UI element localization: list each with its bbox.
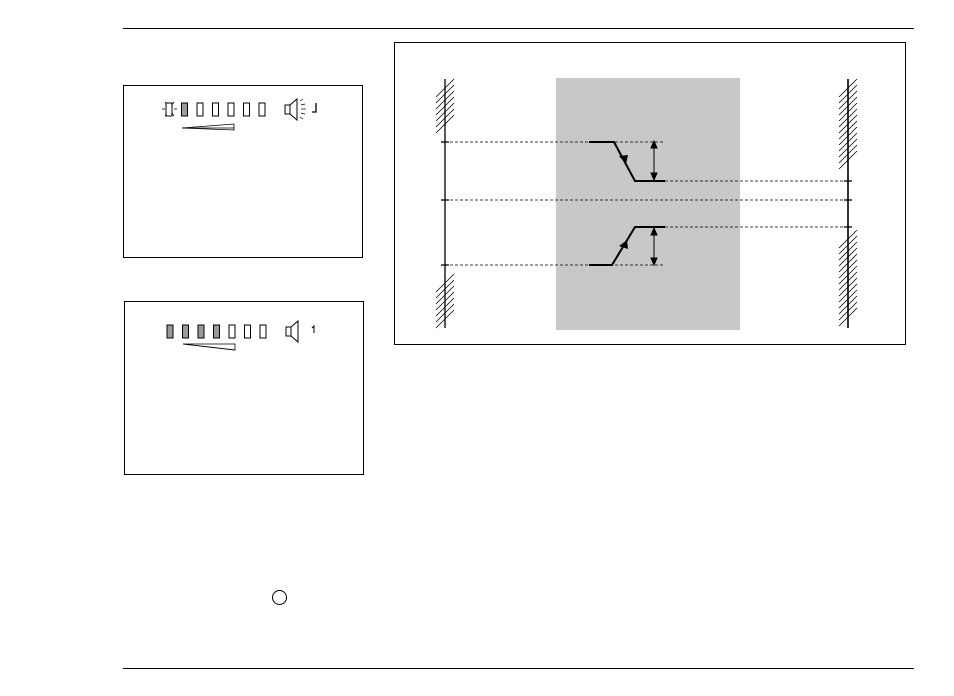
level-display-1 xyxy=(124,86,364,259)
top-rule xyxy=(123,28,914,29)
level-segments-1 xyxy=(166,103,265,116)
hook-icon xyxy=(312,326,314,333)
level-segment xyxy=(214,325,220,338)
level-segment xyxy=(213,103,219,116)
timing-diagram-svg xyxy=(395,43,907,346)
note-hook-icon xyxy=(312,103,316,112)
level-segment xyxy=(198,325,204,338)
circle-icon xyxy=(272,590,287,605)
level-display-2 xyxy=(125,302,365,476)
level-segment xyxy=(229,325,235,338)
level-segment xyxy=(245,325,251,338)
level-segments-2 xyxy=(167,325,266,338)
level-display-panel-1 xyxy=(123,85,363,258)
bottom-rule xyxy=(123,668,914,669)
level-segment xyxy=(166,103,172,116)
speaker-sounding-icon xyxy=(285,99,306,120)
level-segment xyxy=(182,103,188,116)
timing-diagram xyxy=(394,42,906,345)
level-segment xyxy=(183,325,189,338)
speaker-icon xyxy=(286,321,298,342)
level-segment xyxy=(228,103,234,116)
shaded-region xyxy=(556,78,740,330)
level-segment xyxy=(167,325,173,338)
level-display-panel-2 xyxy=(124,301,364,475)
level-segment xyxy=(244,103,250,116)
level-segment xyxy=(197,103,203,116)
level-segment xyxy=(259,103,265,116)
level-wedge xyxy=(182,124,234,130)
level-segment xyxy=(260,325,266,338)
